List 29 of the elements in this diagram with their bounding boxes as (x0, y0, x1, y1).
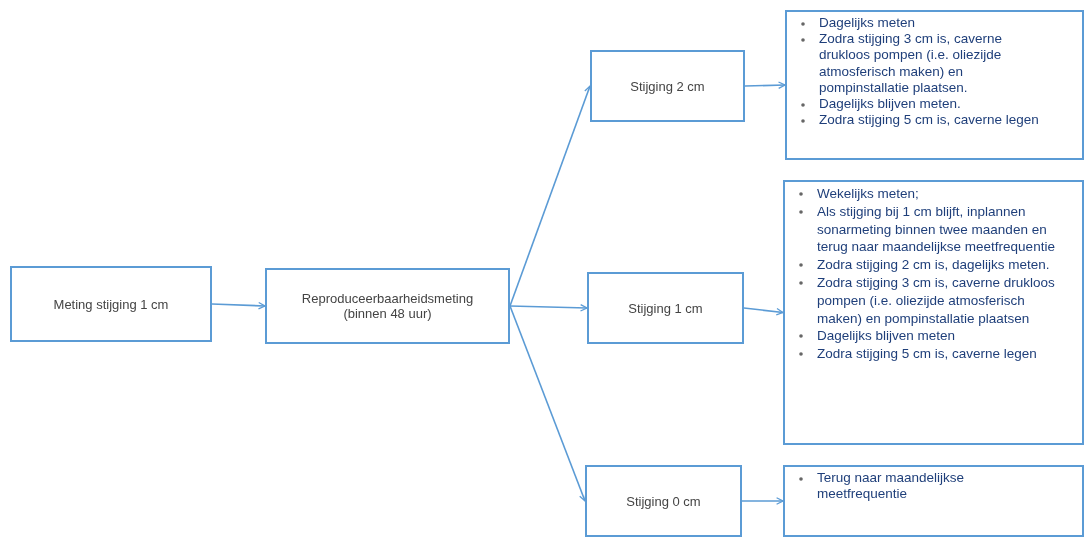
box-label: Stijging 2 cm (630, 78, 705, 94)
box-label: Reproduceerbaarheidsmeting (binnen 48 uur) (300, 291, 475, 321)
arrow (744, 81, 786, 89)
bullet-item: Zodra stijging 5 cm is, caverne legen (817, 346, 1037, 362)
process-box (585, 465, 742, 537)
bullet-item: Dagelijks meten (819, 15, 916, 30)
box-label: Meting stijging 1 cm (53, 296, 169, 312)
bullet-item: Zodra stijging 5 cm is, caverne legen (819, 112, 1039, 128)
bullet-item: Dagelijks blijven meten (817, 328, 956, 344)
bullet-item: Zodra stijging 3 cm is, caverne drukloos pompen (i.e. oliezijde atmosferisch maken) en pompinstallatie plaatsen. (819, 31, 1003, 95)
box-label: Stijging 0 cm (626, 493, 701, 509)
bullet-item: Als stijging bij 1 cm blijft, inplannen sonarmeting binnen twee maanden en terug naar maandelijkse meetfrequentie (817, 203, 1055, 255)
bullet-item: Zodra stijging 2 cm is, dagelijks meten. (817, 257, 1050, 273)
box-label: Stijging 1 cm (628, 300, 703, 316)
arrow (211, 301, 266, 310)
arrow (509, 304, 588, 312)
bullet-list-box (785, 10, 1084, 160)
arrow (743, 307, 784, 316)
bullet-list-box (783, 180, 1084, 445)
bullet-item: Wekelijks meten; (817, 186, 919, 201)
bullet-list-box (783, 465, 1084, 537)
process-box (590, 50, 745, 122)
process-box (265, 268, 510, 344)
bullet-item: Zodra stijging 3 cm is, caverne drukloos pompen (i.e. oliezijde atmosferisch maken) en pompinstallatie plaatsen (817, 275, 1055, 326)
process-box (587, 272, 744, 344)
process-box (10, 266, 212, 342)
bullet-item: Dagelijks blijven meten. (819, 96, 961, 111)
bullet-item: Terug naar maandelijkse meetfrequentie (817, 470, 965, 502)
arrow (741, 497, 784, 505)
